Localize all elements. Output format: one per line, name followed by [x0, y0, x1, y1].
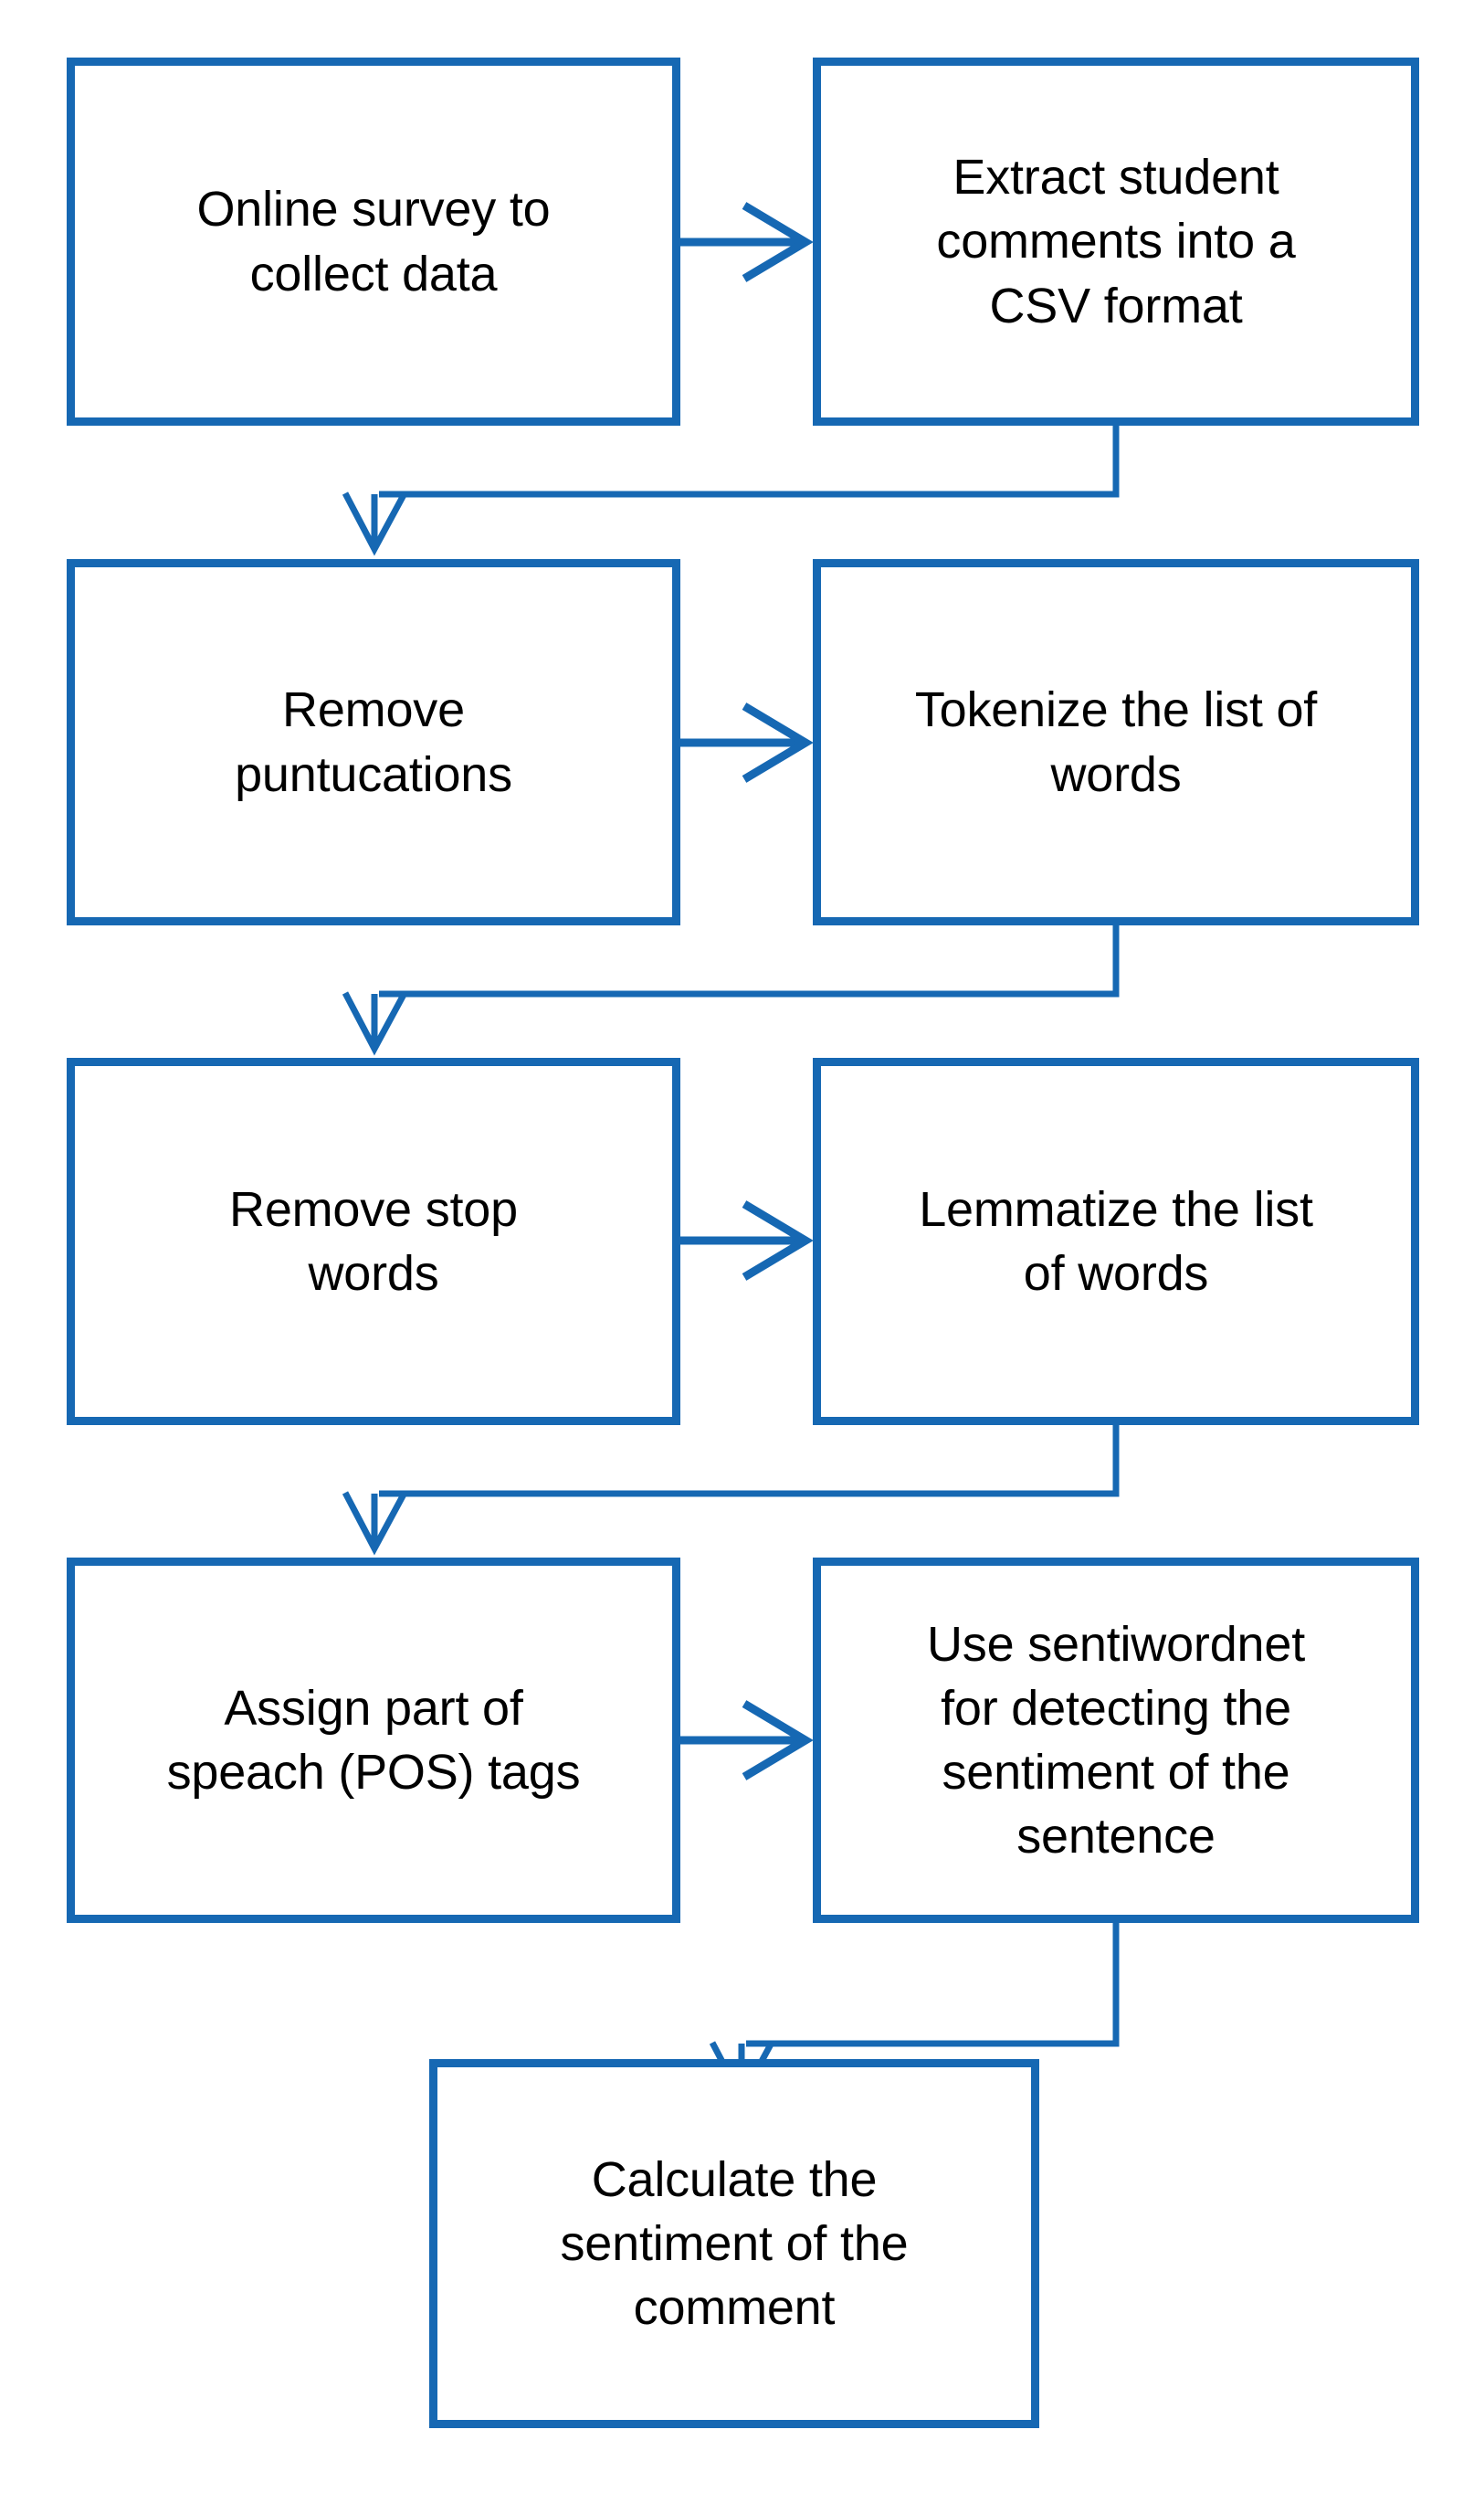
arrow-remove-stop-words-to-lemmatize: [680, 1200, 814, 1281]
flow-box-remove-stop-words-label: Remove stop words: [229, 1181, 518, 1301]
arrow-online-survey-to-extract-comments: [680, 202, 814, 282]
flow-box-online-survey[interactable]: Online survey to collect data: [67, 58, 680, 426]
flow-box-calculate-sentiment[interactable]: Calculate the sentiment of the comment: [429, 2059, 1039, 2428]
arrow-lemmatize-to-assign-pos-tags: [342, 1425, 1120, 1556]
flow-box-extract-comments[interactable]: Extract student comments into a CSV form…: [813, 58, 1419, 426]
flow-box-lemmatize-words-label: Lemmatize the list of words: [919, 1181, 1313, 1301]
arrow-tokenize-to-remove-stop-words: [342, 925, 1120, 1056]
flow-box-assign-pos-tags[interactable]: Assign part of speach (POS) tags: [67, 1558, 680, 1923]
arrow-assign-pos-tags-to-sentiwordnet: [680, 1700, 814, 1780]
flow-box-assign-pos-tags-label: Assign part of speach (POS) tags: [166, 1680, 581, 1800]
flow-box-tokenize-words[interactable]: Tokenize the list of words: [813, 559, 1419, 925]
flow-box-remove-punctuations[interactable]: Remove puntucations: [67, 559, 680, 925]
flow-box-tokenize-words-label: Tokenize the list of words: [914, 682, 1318, 802]
flow-box-extract-comments-label: Extract student comments into a CSV form…: [936, 150, 1296, 333]
flow-box-use-sentiwordnet-label: Use sentiwordnet for detecting the senti…: [926, 1616, 1305, 1864]
flow-box-remove-punctuations-label: Remove puntucations: [235, 682, 512, 802]
flow-box-online-survey-label: Online survey to collect data: [196, 182, 551, 301]
flow-box-remove-stop-words[interactable]: Remove stop words: [67, 1058, 680, 1425]
flow-box-use-sentiwordnet[interactable]: Use sentiwordnet for detecting the senti…: [813, 1558, 1419, 1923]
flow-box-calculate-sentiment-label: Calculate the sentiment of the comment: [560, 2151, 909, 2336]
flow-box-lemmatize-words[interactable]: Lemmatize the list of words: [813, 1058, 1419, 1425]
arrow-remove-punctuations-to-tokenize: [680, 702, 814, 783]
arrow-extract-comments-to-remove-punctuations: [342, 426, 1120, 556]
